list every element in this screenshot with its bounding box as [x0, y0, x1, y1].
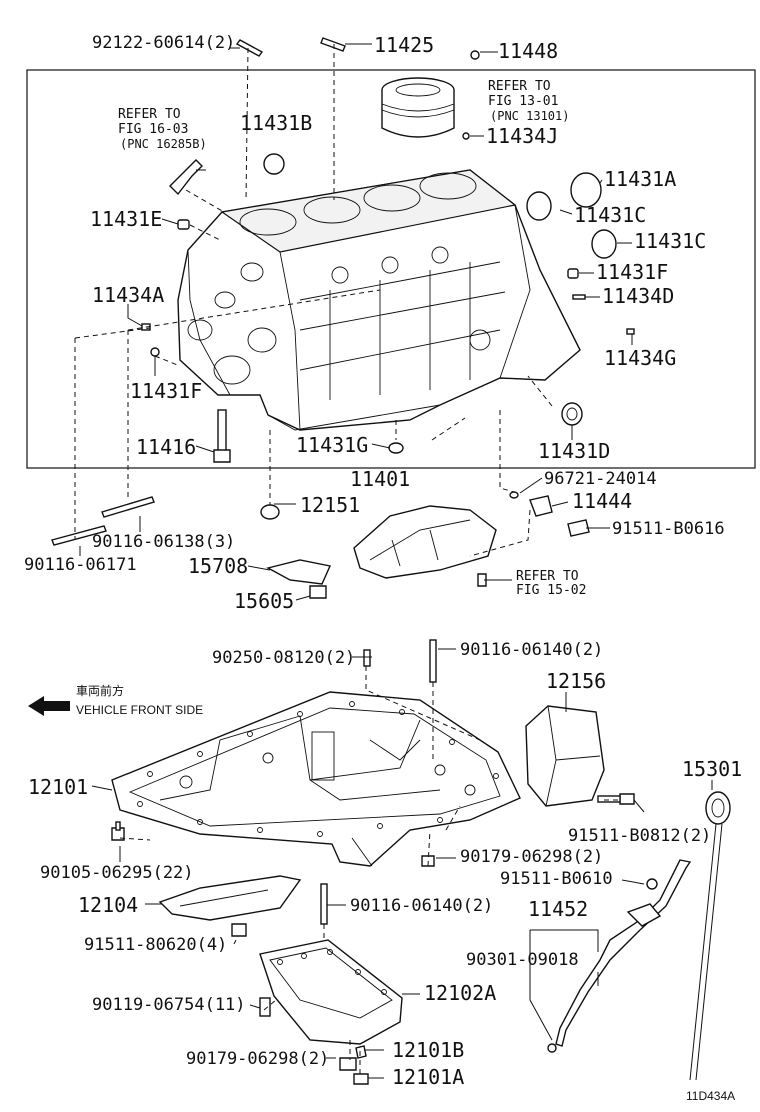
- refer-13-01-line1[interactable]: REFER TO: [488, 79, 551, 94]
- label-11431a[interactable]: 11431A: [604, 167, 676, 191]
- vehicle-front-arrow: [28, 696, 70, 716]
- cylinder-block-illustration: [177, 169, 581, 431]
- label-leaders-lower: [91, 648, 713, 1079]
- label-90116-06171[interactable]: 90116-06171: [24, 555, 137, 575]
- label-11431e[interactable]: 11431E: [90, 207, 162, 231]
- label-11401[interactable]: 11401: [350, 467, 410, 491]
- label-11448[interactable]: 11448: [498, 39, 558, 63]
- piston-illustration: [381, 77, 455, 138]
- leader-lines-upper: [74, 44, 553, 557]
- oil-pan-lower-illustration: [259, 939, 403, 1045]
- label-12156[interactable]: 12156: [546, 669, 606, 693]
- label-90179-06298-b[interactable]: 90179-06298(2): [186, 1049, 329, 1069]
- diagram-code: 11D434A: [686, 1089, 735, 1103]
- label-11431f-left[interactable]: 11431F: [130, 379, 202, 403]
- label-11434a[interactable]: 11434A: [92, 283, 164, 307]
- block-small-parts: [141, 37, 635, 463]
- label-11416[interactable]: 11416: [136, 435, 196, 459]
- refer-to-notes: REFER TO FIG 16-03 (PNC 16285B) REFER TO…: [118, 79, 586, 598]
- label-90116-06140-b[interactable]: 90116-06140(2): [350, 896, 493, 916]
- label-91511-b0812[interactable]: 91511-B0812(2): [568, 826, 711, 846]
- label-12104[interactable]: 12104: [78, 893, 138, 917]
- label-91511-80620[interactable]: 91511-80620(4): [84, 935, 227, 955]
- refer-15-02-line1[interactable]: REFER TO: [516, 569, 579, 584]
- refer-16-03-line1[interactable]: REFER TO: [118, 107, 181, 122]
- oil-strainer-plate-illustration: [158, 875, 302, 921]
- refer-15-02-line2[interactable]: FIG 15-02: [516, 583, 586, 598]
- label-11431b[interactable]: 11431B: [240, 111, 312, 135]
- refer-16-03-line3[interactable]: (PNC 16285B): [120, 137, 207, 151]
- label-11434d[interactable]: 11434D: [602, 284, 674, 308]
- refer-16-03-line2[interactable]: FIG 16-03: [118, 122, 188, 137]
- label-11431c-2[interactable]: 11431C: [634, 229, 706, 253]
- mid-parts: [51, 491, 590, 599]
- engine-block-frame: [26, 69, 756, 469]
- label-91511-b0616[interactable]: 91511-B0616: [612, 519, 725, 539]
- label-11452[interactable]: 11452: [528, 897, 588, 921]
- label-12102a[interactable]: 12102A: [424, 981, 496, 1005]
- label-15605[interactable]: 15605: [234, 589, 294, 613]
- label-15301[interactable]: 15301: [682, 757, 742, 781]
- label-11434j[interactable]: 11434J: [486, 124, 558, 148]
- vehicle-front-jp: 車両前方: [76, 683, 124, 698]
- part-number-labels: 92122-60614(2) 11425 11448 11431B 11434J…: [24, 33, 742, 1089]
- vehicle-front-note: 車両前方 VEHICLE FRONT SIDE: [76, 683, 203, 717]
- label-91511-b0610[interactable]: 91511-B0610: [500, 869, 613, 889]
- label-12101[interactable]: 12101: [28, 775, 88, 799]
- label-90179-06298-a[interactable]: 90179-06298(2): [460, 847, 603, 867]
- label-11444[interactable]: 11444: [572, 489, 632, 513]
- label-11425[interactable]: 11425: [374, 33, 434, 57]
- label-11431g[interactable]: 11431G: [296, 433, 368, 457]
- label-90301-09018[interactable]: 90301-09018: [466, 950, 579, 970]
- dipstick-illustration: [547, 791, 731, 1081]
- leader-lines-lower: [119, 666, 620, 1074]
- label-11431c-1[interactable]: 11431C: [574, 203, 646, 227]
- refer-13-01-line2[interactable]: FIG 13-01: [488, 94, 558, 109]
- label-92122-60614[interactable]: 92122-60614(2): [92, 33, 235, 53]
- label-11431d[interactable]: 11431D: [538, 439, 610, 463]
- label-90105-06295[interactable]: 90105-06295(22): [40, 863, 194, 883]
- label-11434g[interactable]: 11434G: [604, 346, 676, 370]
- label-90116-06138[interactable]: 90116-06138(3): [92, 532, 235, 552]
- label-15708[interactable]: 15708: [188, 554, 248, 578]
- oil-pan-upper-illustration: [111, 691, 521, 867]
- label-90250-08120[interactable]: 90250-08120(2): [212, 648, 355, 668]
- baffle-plate-illustration: [525, 705, 605, 807]
- label-90119-06754[interactable]: 90119-06754(11): [92, 995, 246, 1015]
- label-96721-24014[interactable]: 96721-24014: [544, 469, 657, 489]
- label-12101b[interactable]: 12101B: [392, 1038, 464, 1062]
- label-leaders-upper: [79, 43, 633, 601]
- label-12151[interactable]: 12151: [300, 493, 360, 517]
- label-90116-06140-a[interactable]: 90116-06140(2): [460, 640, 603, 660]
- label-12101a[interactable]: 12101A: [392, 1065, 464, 1089]
- vehicle-front-en: VEHICLE FRONT SIDE: [76, 703, 203, 717]
- label-11431f-right[interactable]: 11431F: [596, 260, 668, 284]
- refer-13-01-line3[interactable]: (PNC 13101): [490, 109, 569, 123]
